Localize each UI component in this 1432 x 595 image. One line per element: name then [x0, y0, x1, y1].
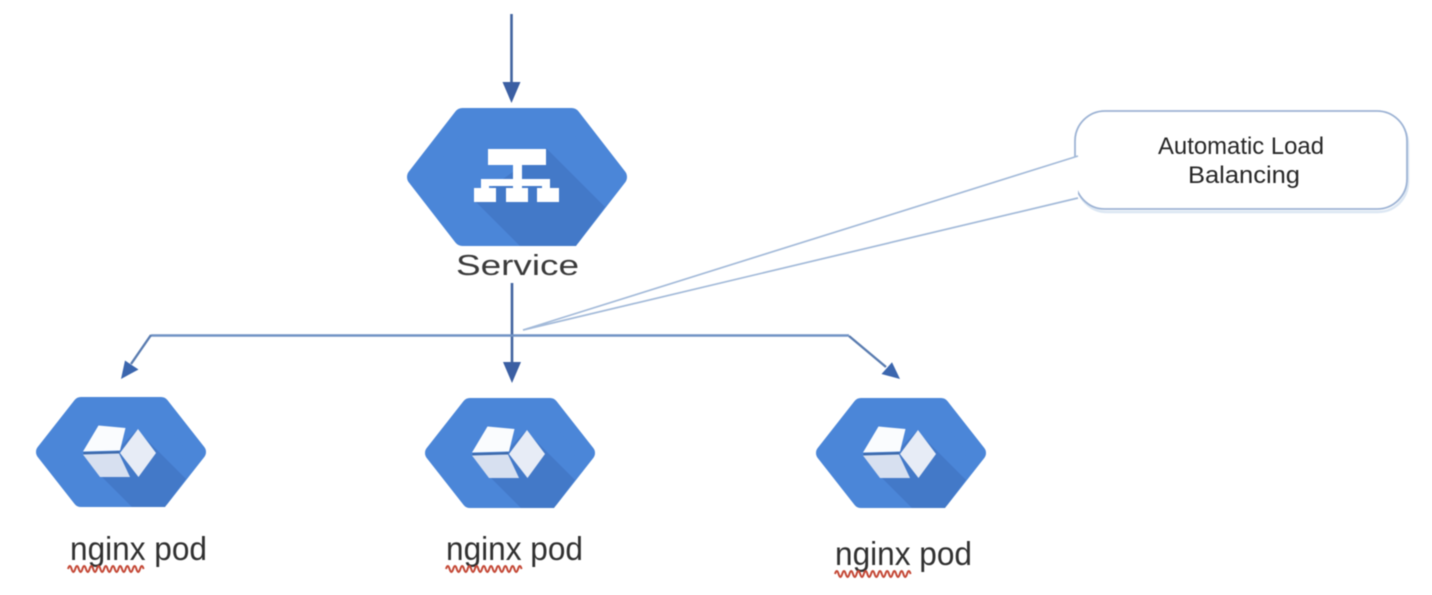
- svg-text:nginx pod: nginx pod: [835, 535, 972, 572]
- svg-text:nginx pod: nginx pod: [446, 530, 583, 567]
- svg-text:nginx pod: nginx pod: [70, 530, 207, 567]
- svg-text:Service: Service: [456, 250, 579, 282]
- svg-text:Balancing: Balancing: [1188, 162, 1300, 189]
- svg-text:Automatic Load: Automatic Load: [1158, 133, 1324, 160]
